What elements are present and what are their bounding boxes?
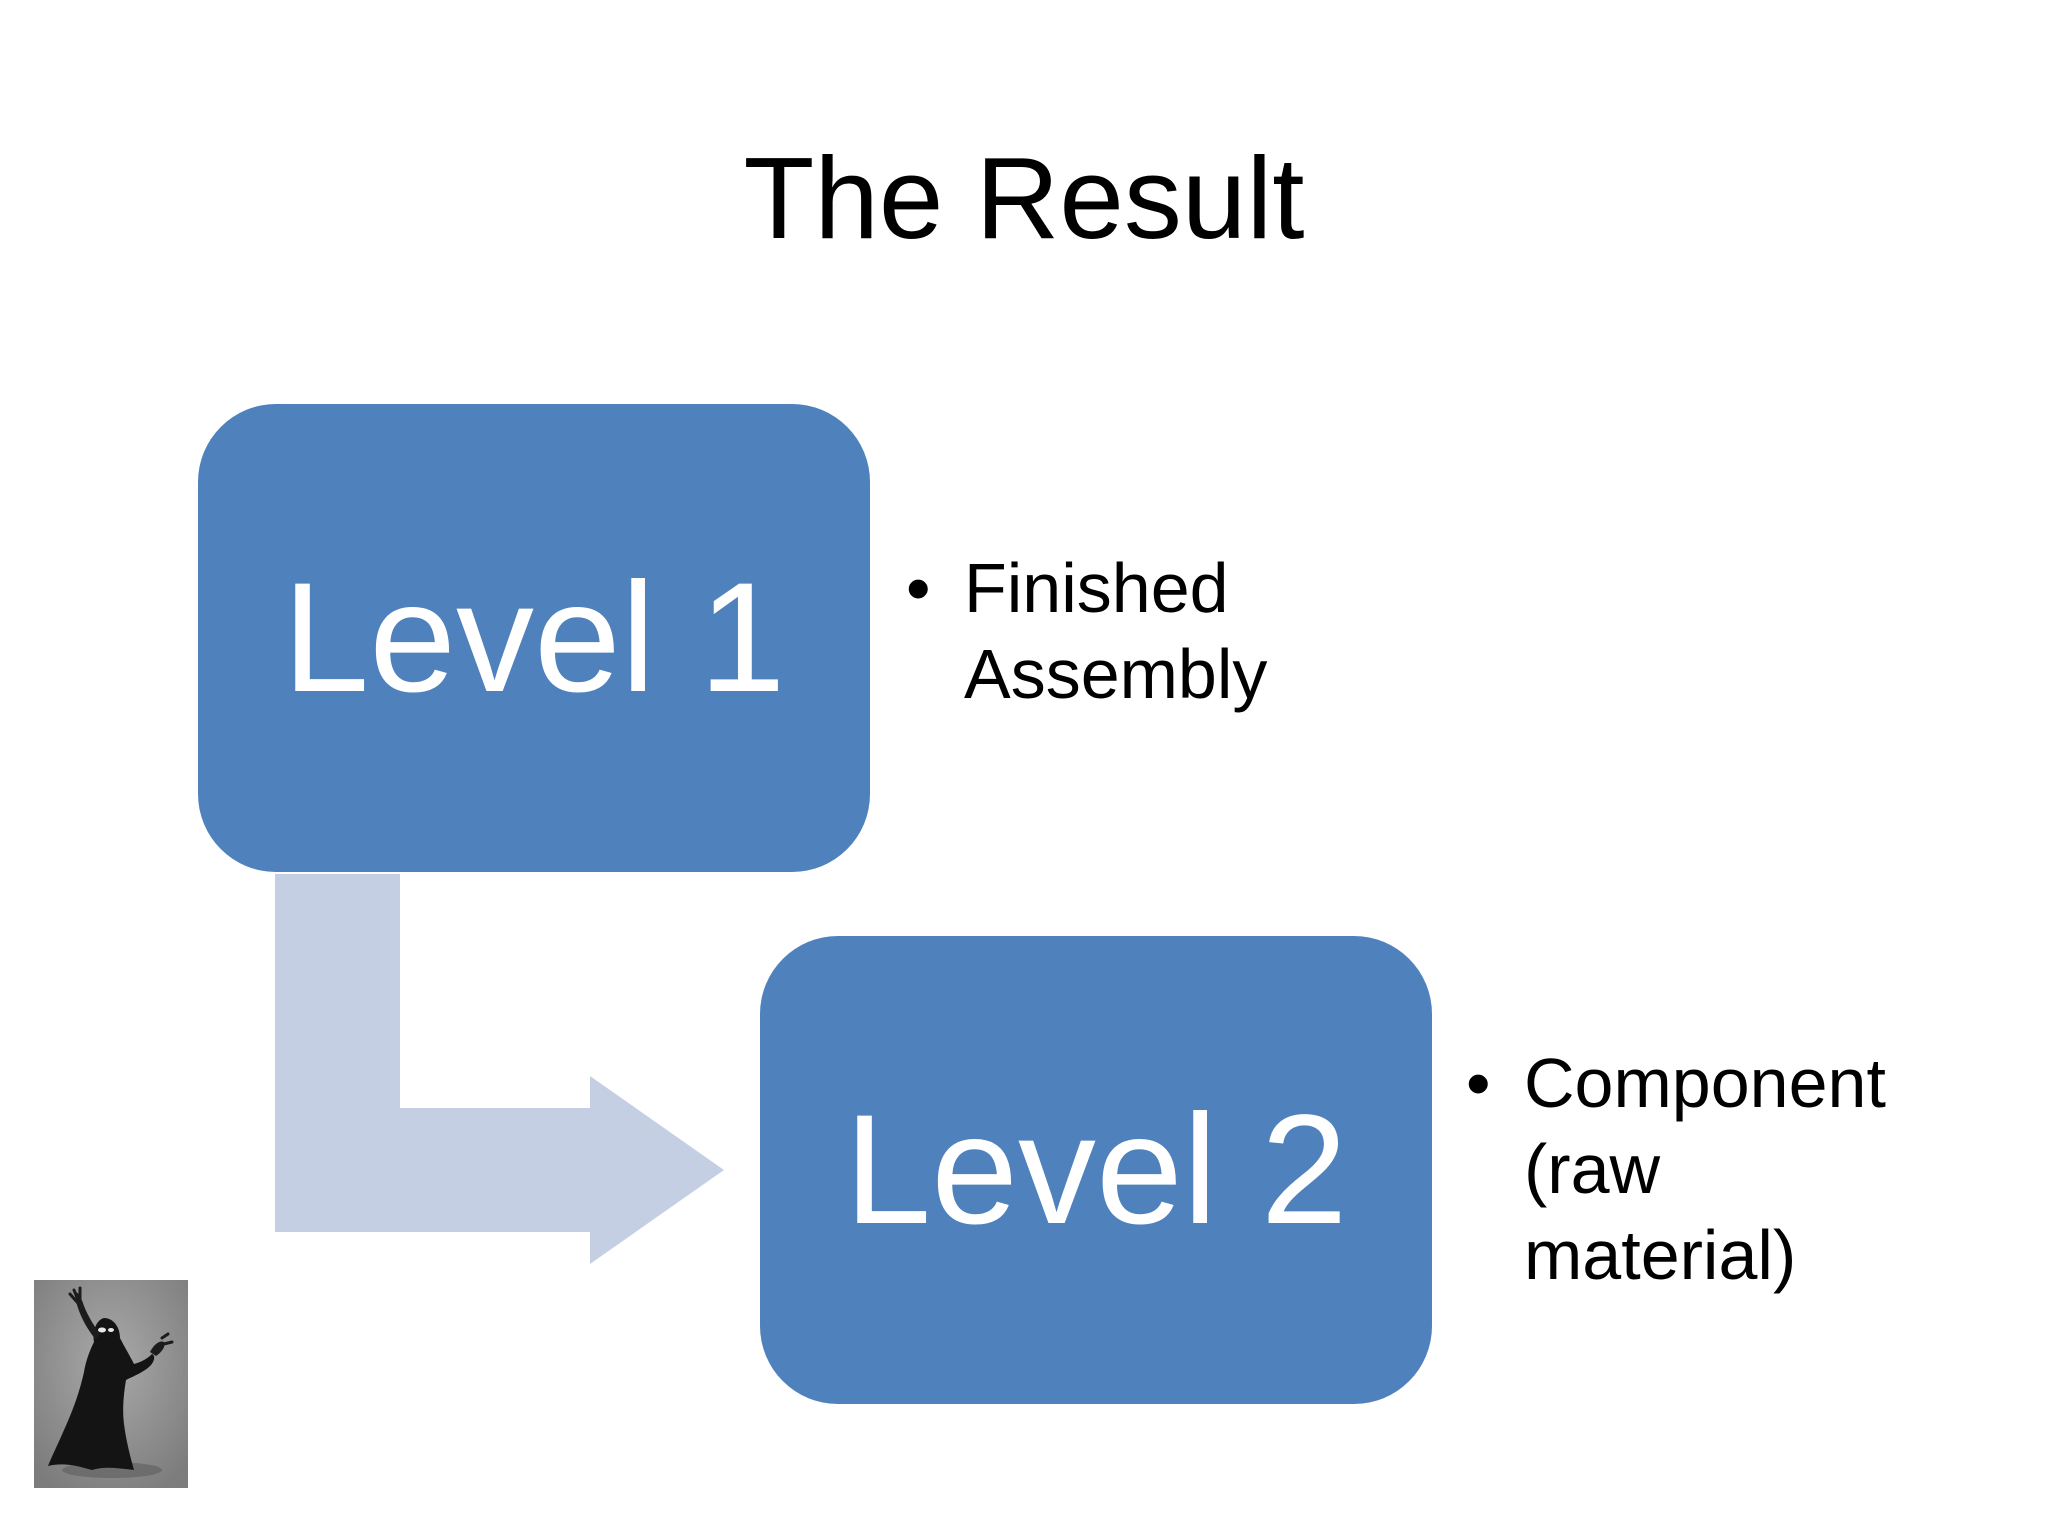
level-1-bullet-text: Finished Assembly [964, 549, 1268, 713]
bullet-dot-icon: • [1466, 1044, 1491, 1122]
level-2-bullet-text: Component (raw material) [1524, 1044, 1886, 1294]
level-1-bullet-item: • Finished Assembly [906, 545, 1426, 717]
ghost-figure-icon [34, 1280, 188, 1488]
level-2-bullet-item: • Component (raw material) [1466, 1040, 1946, 1298]
level-1-box: Level 1 [198, 404, 870, 872]
level-2-box: Level 2 [760, 936, 1432, 1404]
bullet-dot-icon: • [906, 549, 931, 627]
bent-arrow-shape [275, 874, 724, 1264]
level-1-bullet-list: • Finished Assembly [906, 545, 1426, 717]
slide-title: The Result [743, 133, 1305, 263]
level-2-label: Level 2 [844, 1083, 1348, 1257]
level-2-bullet-list: • Component (raw material) [1466, 1040, 1946, 1298]
level-1-label: Level 1 [282, 551, 786, 725]
